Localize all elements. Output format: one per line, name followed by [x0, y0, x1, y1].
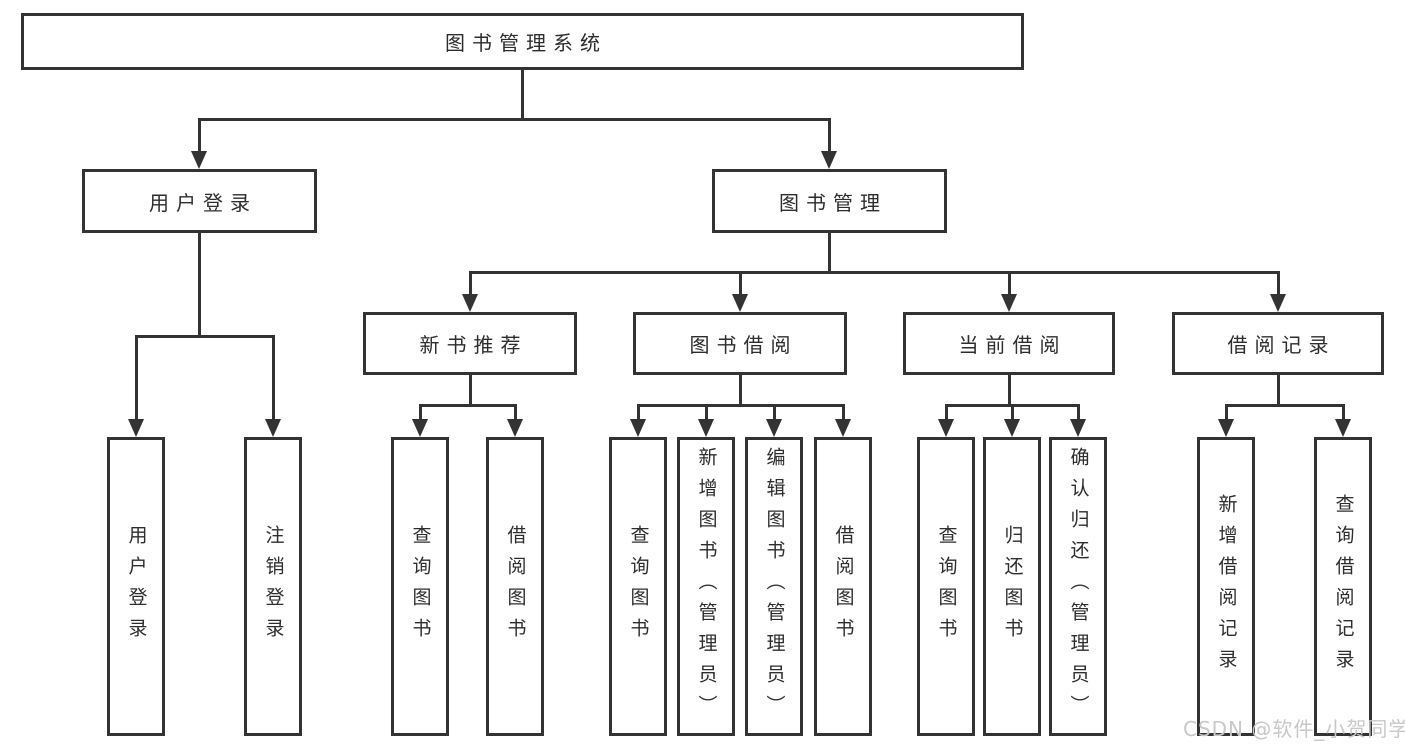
leaf-borrow-books: 借阅图书 [814, 437, 872, 736]
connector-hline [418, 404, 517, 407]
arrow-down-icon [507, 419, 523, 437]
leaf-label: 查询图书 [627, 524, 650, 649]
connector-vline [468, 271, 472, 297]
connector-vline [1276, 374, 1280, 407]
connector-vline [1007, 271, 1011, 297]
arrow-down-icon [191, 151, 207, 169]
node-borrow-records: 借阅记录 [1172, 312, 1384, 375]
connector-vline [1007, 374, 1011, 407]
arrow-down-icon [732, 294, 748, 312]
node-label: 图书借阅 [689, 333, 798, 357]
connector-vline [418, 404, 422, 421]
arrow-down-icon [462, 294, 478, 312]
node-label: 新书推荐 [419, 333, 528, 357]
arrow-down-icon [821, 151, 837, 169]
connector-vline [198, 118, 201, 153]
connector-vline [520, 69, 524, 121]
connector-hline [1224, 404, 1345, 407]
leaf-query-books-borrow: 查询图书 [609, 437, 667, 736]
connector-vline [134, 335, 138, 421]
node-book-borrow: 图书借阅 [633, 312, 847, 375]
connector-vline [772, 404, 776, 421]
connector-vline [1224, 404, 1228, 421]
connector-vline [841, 404, 845, 421]
leaf-label: 查询借阅记录 [1332, 493, 1355, 680]
arrow-down-icon [938, 419, 954, 437]
node-label: 图书管理 [779, 190, 887, 215]
leaf-logout: 注销登录 [244, 437, 302, 736]
leaf-confirm-return-admin: 确认归还（管理员） [1049, 437, 1107, 736]
connector-hline [198, 118, 831, 121]
connector-hline [134, 335, 275, 338]
connector-vline [738, 374, 742, 407]
arrow-down-icon [128, 419, 144, 437]
leaf-label: 用户登录 [125, 524, 148, 649]
connector-vline [468, 374, 472, 407]
arrow-down-icon [1335, 419, 1351, 437]
connector-vline [704, 404, 708, 421]
connector-vline [271, 335, 275, 421]
arrow-down-icon [630, 419, 646, 437]
arrow-down-icon [766, 419, 782, 437]
leaf-borrow-books-recommend: 借阅图书 [486, 437, 544, 736]
watermark: CSDN @软件_小贺同学 [1183, 717, 1405, 741]
leaf-label: 新增借阅记录 [1215, 493, 1238, 680]
leaf-label: 查询图书 [935, 524, 958, 649]
leaf-edit-book-admin: 编辑图书（管理员） [745, 437, 803, 736]
leaf-user-login: 用户登录 [107, 437, 165, 736]
arrow-down-icon [1001, 294, 1017, 312]
arrow-down-icon [698, 419, 714, 437]
connector-hline [468, 271, 1280, 274]
node-new-book-recommend: 新书推荐 [363, 312, 577, 375]
node-label: 图书管理系统 [445, 31, 607, 55]
leaf-add-book-admin: 新增图书（管理员） [677, 437, 735, 736]
connector-vline [738, 271, 742, 297]
leaf-label: 借阅图书 [504, 524, 527, 649]
leaf-label: 编辑图书（管理员） [763, 447, 786, 726]
leaf-return-book: 归还图书 [983, 437, 1041, 736]
node-current-borrow: 当前借阅 [903, 312, 1115, 375]
node-library-system: 图书管理系统 [21, 13, 1024, 70]
arrow-down-icon [1004, 419, 1020, 437]
leaf-query-books-recommend: 查询图书 [391, 437, 449, 736]
node-label: 当前借阅 [958, 333, 1067, 357]
leaf-query-books-current: 查询图书 [917, 437, 975, 736]
connector-vline [636, 404, 640, 421]
connector-vline [1276, 271, 1280, 297]
leaf-label: 借阅图书 [832, 524, 855, 649]
connector-vline [828, 233, 831, 274]
arrow-down-icon [265, 419, 281, 437]
connector-vline [944, 404, 948, 421]
connector-vline [1076, 404, 1080, 421]
leaf-label: 确认归还（管理员） [1067, 447, 1090, 726]
connector-vline [828, 118, 831, 153]
connector-vline [513, 404, 517, 421]
arrow-down-icon [412, 419, 428, 437]
leaf-query-borrow-record: 查询借阅记录 [1314, 437, 1372, 736]
leaf-label: 查询图书 [409, 524, 432, 649]
leaf-add-borrow-record: 新增借阅记录 [1197, 437, 1255, 736]
connector-vline [1341, 404, 1345, 421]
arrow-down-icon [835, 419, 851, 437]
connector-vline [198, 233, 201, 338]
node-user-login: 用户登录 [82, 169, 317, 233]
connector-vline [1010, 404, 1014, 421]
arrow-down-icon [1270, 294, 1286, 312]
leaf-label: 注销登录 [262, 524, 285, 649]
node-book-management: 图书管理 [712, 169, 947, 233]
node-label: 借阅记录 [1227, 333, 1336, 357]
leaf-label: 新增图书（管理员） [695, 447, 718, 726]
arrow-down-icon [1070, 419, 1086, 437]
node-label: 用户登录 [149, 190, 257, 215]
arrow-down-icon [1218, 419, 1234, 437]
connector-hline [636, 404, 845, 407]
leaf-label: 归还图书 [1001, 524, 1024, 649]
